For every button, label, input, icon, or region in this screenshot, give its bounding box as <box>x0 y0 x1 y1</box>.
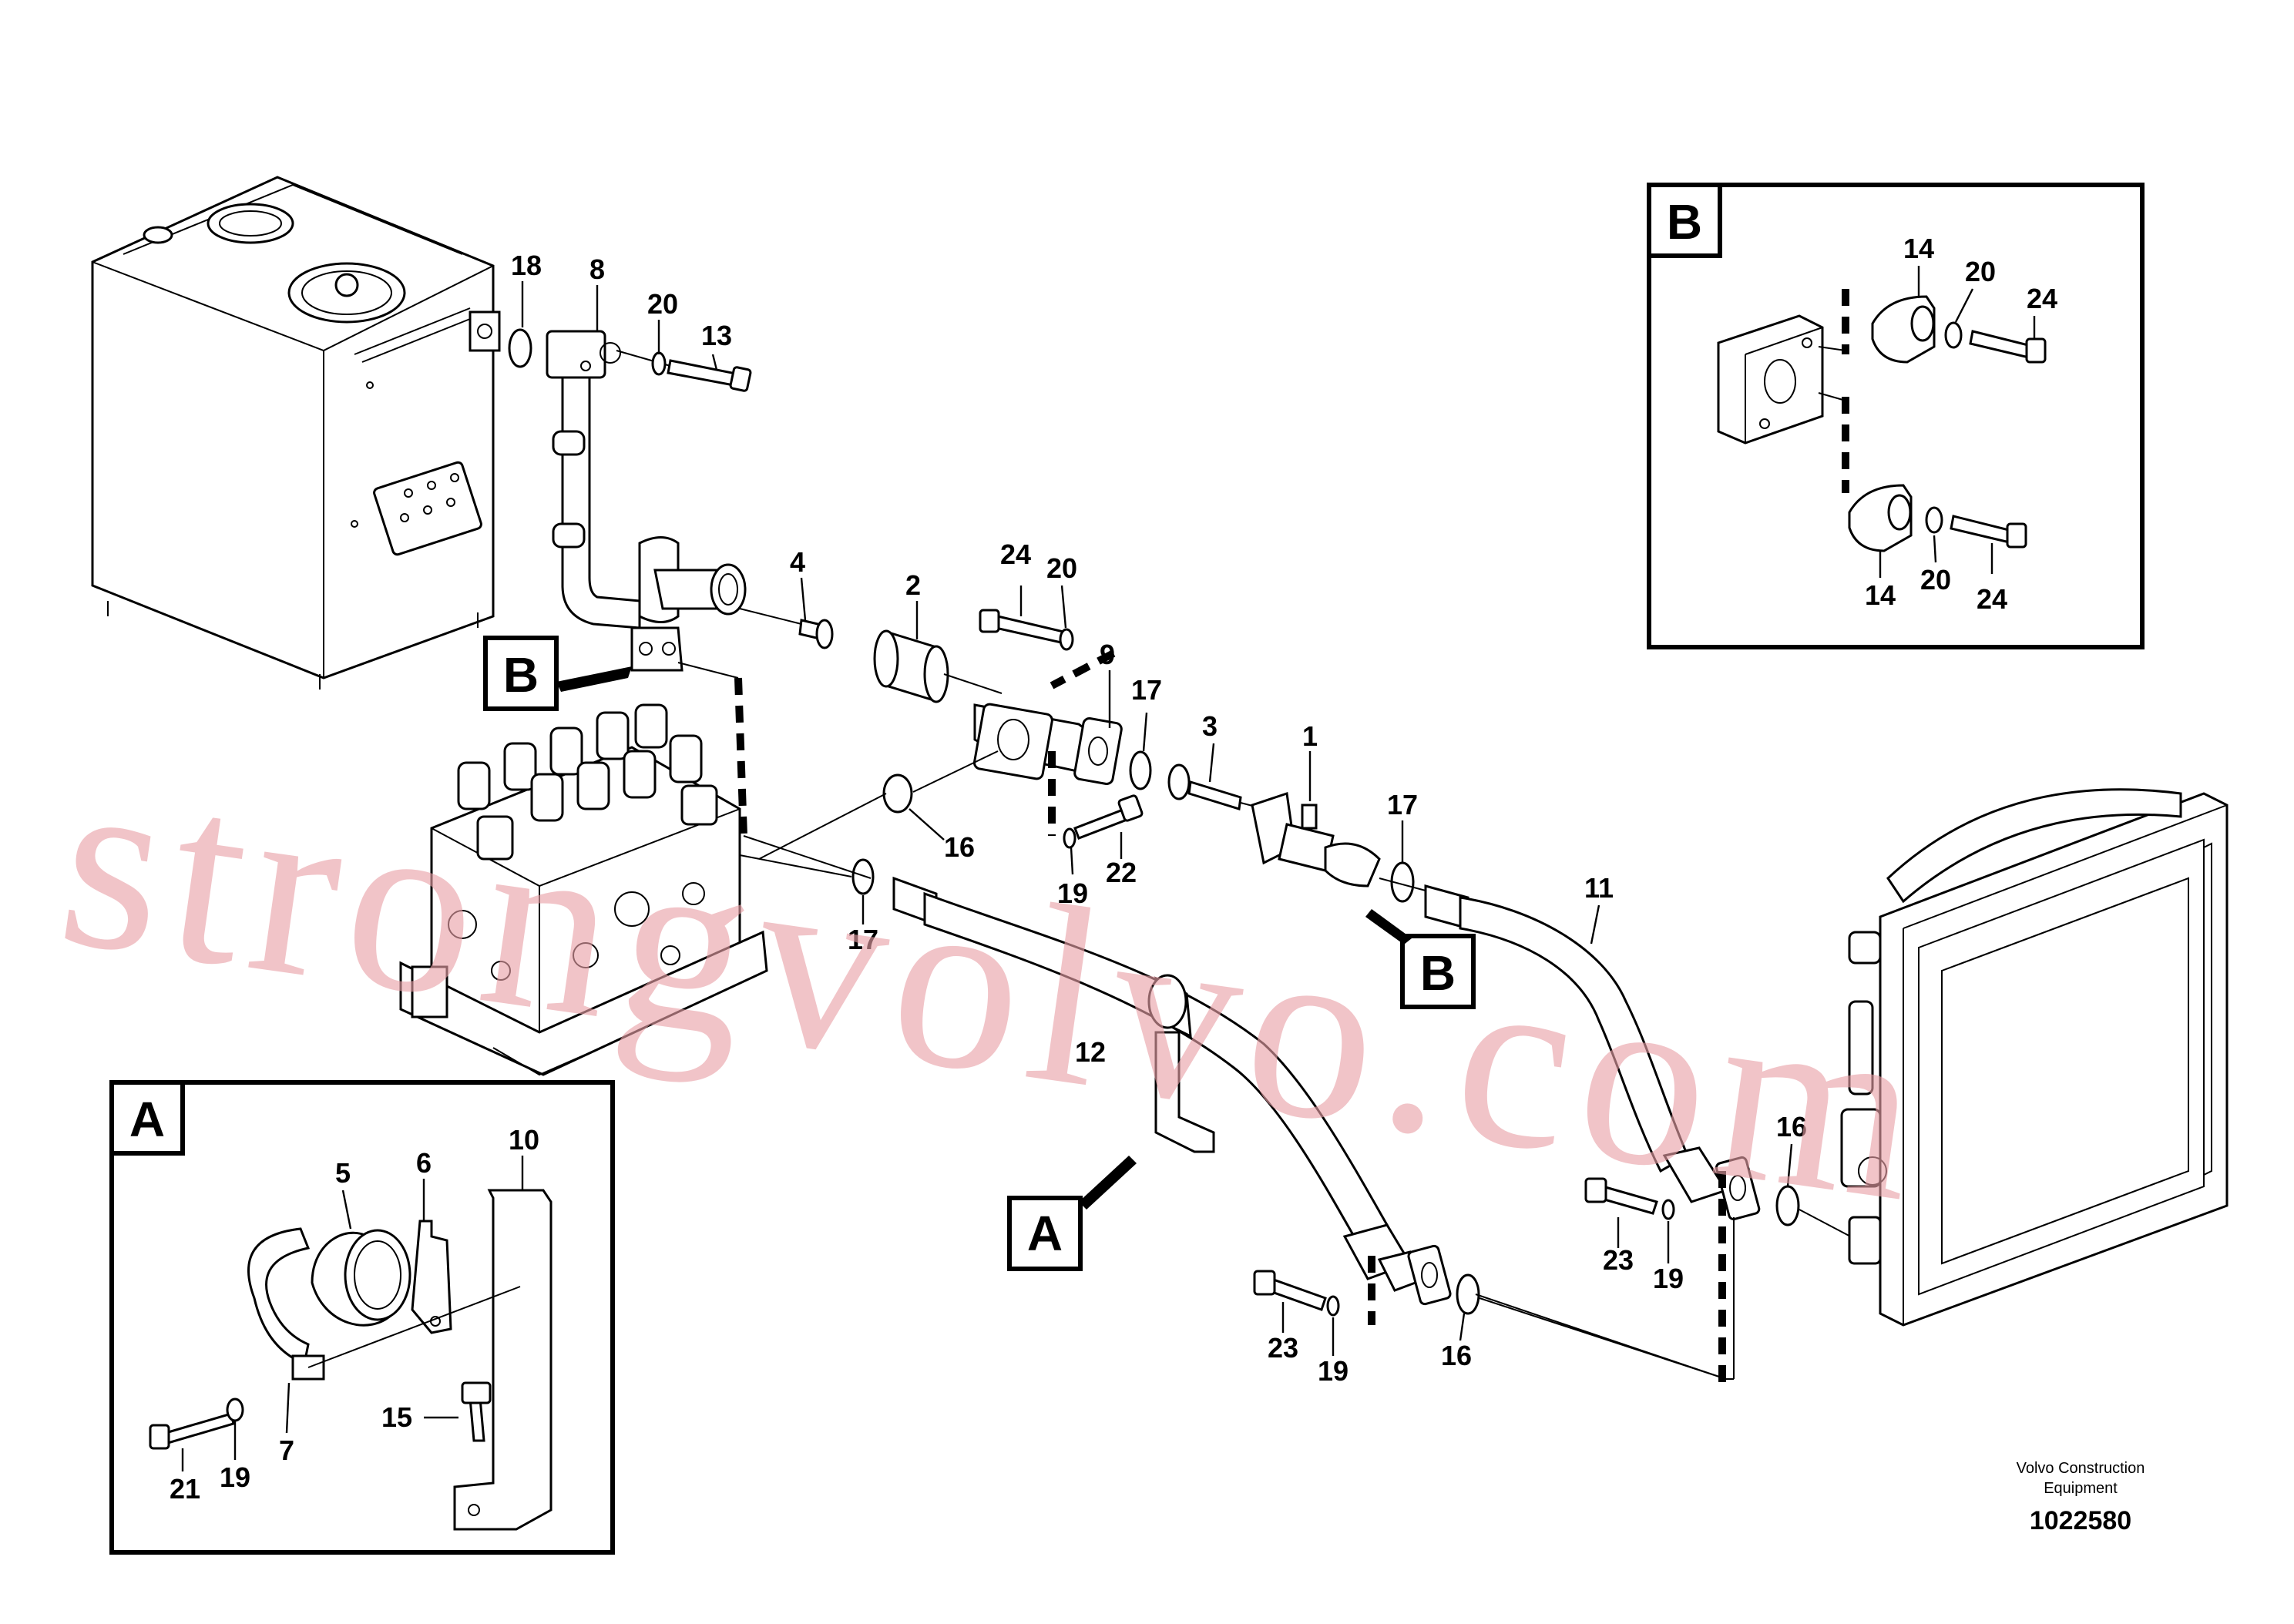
hydraulic-tank <box>91 176 501 690</box>
pointer-tag-b-left: B <box>483 636 632 711</box>
tag-letter: B <box>1420 945 1456 1001</box>
callout-19: 19 <box>220 1461 250 1493</box>
callout-17: 17 <box>1131 674 1162 706</box>
callout-20: 20 <box>1046 552 1077 584</box>
callout-14: 14 <box>1903 233 1934 264</box>
callout-15: 15 <box>381 1401 412 1433</box>
adapter-4 <box>739 608 834 649</box>
adapter-3 <box>1167 763 1280 814</box>
drawing-number: 1022580 <box>2030 1506 2131 1535</box>
o-ring-17-lower <box>851 858 875 895</box>
callout-18: 18 <box>511 250 542 281</box>
company-name-line2: Equipment <box>2044 1480 2118 1497</box>
callout-6: 6 <box>416 1147 432 1179</box>
detail-letter-b: B <box>1667 194 1702 250</box>
callout-23: 23 <box>1268 1332 1298 1364</box>
drawing-footer: Volvo Construction Equipment 1022580 <box>2017 1460 2145 1535</box>
callout-14: 14 <box>1865 579 1896 611</box>
watermark-text: strongvolvo.com <box>46 716 1945 1257</box>
callout-12: 12 <box>1075 1036 1106 1068</box>
callout-20: 20 <box>1965 256 1996 287</box>
washer-19-lower-left <box>1326 1295 1340 1317</box>
callout-16: 16 <box>944 831 975 863</box>
fitting-1 <box>1251 792 1335 872</box>
callout-17: 17 <box>1387 789 1418 820</box>
callout-24: 24 <box>1977 583 2007 615</box>
company-name-line1: Volvo Construction <box>2017 1460 2145 1477</box>
callout-16: 16 <box>1441 1340 1472 1371</box>
callout-24: 24 <box>2027 283 2057 314</box>
callout-20: 20 <box>647 288 678 320</box>
o-ring-16-lower <box>1456 1273 1480 1315</box>
callout-23: 23 <box>1603 1244 1634 1276</box>
bolt-23-left <box>1253 1270 1327 1311</box>
callout-numbers: 18 8 20 13 4 2 24 20 9 17 3 1 17 16 19 2… <box>170 233 2057 1505</box>
callout-4: 4 <box>790 546 805 578</box>
detail-view-b: B <box>1647 183 2145 649</box>
callout-7: 7 <box>279 1434 294 1466</box>
hose-12 <box>739 854 1452 1306</box>
callout-24: 24 <box>1000 539 1031 570</box>
bolt-23-right <box>1584 1177 1658 1215</box>
callout-11: 11 <box>1584 872 1614 904</box>
washer-20-mid <box>1059 628 1074 651</box>
callout-19: 19 <box>1653 1263 1684 1294</box>
callout-21: 21 <box>170 1473 200 1505</box>
pointer-tag-a-mid: A <box>1007 1156 1137 1271</box>
suction-pipe <box>546 330 747 672</box>
detail-view-a: A <box>109 1080 615 1555</box>
bracket-A-mount <box>1154 1031 1215 1153</box>
washer-19-lower-right <box>1661 1199 1675 1220</box>
bolt-13 <box>667 359 752 392</box>
oil-cooler <box>1840 788 2229 1327</box>
callout-3: 3 <box>1202 710 1218 742</box>
tag-letter: A <box>1027 1206 1063 1261</box>
pointer-tag-b-mid: B <box>1365 909 1476 1009</box>
mount-line-9 <box>1050 649 1116 690</box>
o-ring-16-left <box>882 773 913 814</box>
callout-8: 8 <box>589 253 605 285</box>
callout-13: 13 <box>701 320 732 351</box>
callout-16: 16 <box>1776 1111 1807 1143</box>
bolt-22 <box>1073 794 1144 840</box>
o-ring-18 <box>508 328 532 368</box>
split-flange-mid <box>1324 842 1381 887</box>
callout-2: 2 <box>905 569 921 601</box>
callout-17: 17 <box>848 924 878 955</box>
callout-1: 1 <box>1302 720 1318 752</box>
axis-line-16-lower <box>1475 1293 1727 1380</box>
detail-letter-a: A <box>129 1092 165 1147</box>
sleeve-2 <box>873 629 1003 703</box>
leader-lines <box>521 281 1793 1356</box>
control-valve-assembly <box>399 703 768 1076</box>
tag-letter: B <box>503 647 539 703</box>
callout-22: 22 <box>1106 857 1137 888</box>
callout-19: 19 <box>1318 1355 1349 1387</box>
callout-5: 5 <box>335 1157 351 1189</box>
callout-20: 20 <box>1920 564 1951 596</box>
hose-11 <box>1379 877 1761 1221</box>
callout-9: 9 <box>1100 639 1115 670</box>
washer-20-top <box>651 351 667 376</box>
pipe-9-flange <box>972 703 1123 785</box>
callout-19: 19 <box>1057 877 1088 909</box>
o-ring-17-mid <box>1129 750 1152 790</box>
callout-10: 10 <box>509 1124 539 1156</box>
washer-19-mid <box>1063 827 1076 849</box>
